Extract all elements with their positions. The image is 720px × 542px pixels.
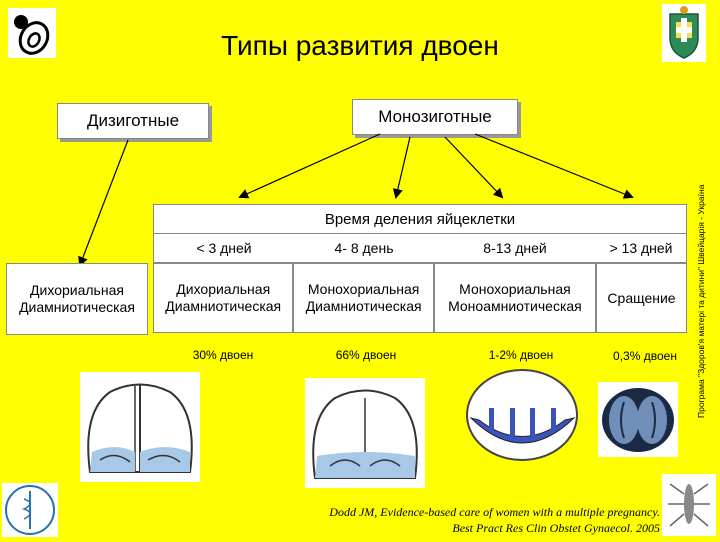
type-line: Диамниотическая [305,298,422,314]
type-row: Дихориальная Диамниотическая Монохориаль… [153,263,687,333]
percent-label: 30% двоен [192,348,254,362]
arrow-mono-1 [238,133,381,199]
type-cell: Монохориальная Диамниотическая [293,263,434,333]
arrow-mono-2 [392,136,411,199]
type-line: Дихориальная [176,281,271,297]
type-cell: Монохориальная Моноамниотическая [433,263,597,333]
citation-line: Best Pract Res Clin Obstet Gynaecol. 200… [452,521,660,535]
illustration-conjoined [598,382,678,457]
page-title: Типы развития двоен [221,30,499,61]
percent-label: 1-2% двоен [488,348,554,362]
conjoined-diagram-icon [602,388,674,452]
arrow-dizygotic [78,139,129,267]
illustration-dichorionic-2 [305,378,425,488]
time-cell: > 13 дней [609,239,673,256]
time-cell: < 3 дней [196,239,252,256]
type-line: Моноамниотическая [448,298,582,314]
citation: Dodd JM, Evidence-based care of women wi… [230,504,660,536]
monochorionic-diamniotic-diagram-icon [312,389,418,479]
time-cell: 4- 8 день [334,239,394,256]
logo-top-left [8,8,56,58]
type-line: Дихориальная [30,282,124,298]
dichorionic-diagram-icon [87,383,193,473]
logo-emblem-icon [14,15,50,55]
type-line: Монохориальная [459,281,571,297]
arrow-mono-4 [474,133,634,199]
coat-of-arms-logo [662,4,706,62]
citation-line: Dodd JM, Evidence-based care of women wi… [329,505,660,519]
time-cell: 8-13 дней [483,239,547,256]
type-line: Монохориальная [307,281,420,297]
arrow-mono-3 [444,136,504,199]
percent-label: 0,3% двоен [613,349,677,363]
division-time-header: Время деления яйцеклетки [153,204,687,234]
coat-of-arms-icon [662,4,706,62]
side-text: Програма "Здоров'я матері та дитини" Шве… [696,184,706,418]
type-line: Сращение [607,289,676,306]
side-program-text: Програма "Здоров'я матері та дитини" Шве… [686,150,716,420]
type-line: Диамниотическая [19,299,135,315]
medical-emblem-icon [5,485,55,535]
type-dizygotic: Дихориальная Диамниотическая [6,263,148,335]
monozygotic-box: Монозиготные [352,99,518,135]
illustration-monoamniotic [465,368,580,463]
dizygotic-box: Дизиготные [57,103,209,139]
illustration-dichorionic-1 [80,372,200,482]
type-cell: Сращение [596,263,687,333]
percent-label: 66% двоен [335,348,397,362]
logo-bottom-right [662,474,716,536]
monoamniotic-diagram-icon [466,369,578,461]
type-line: Диамниотическая [165,298,282,314]
insect-emblem-icon [668,483,710,527]
time-row: < 3 дней 4- 8 день 8-13 дней > 13 дней [153,233,687,263]
logo-bottom-left [2,483,58,537]
type-cell: Дихориальная Диамниотическая [153,263,294,333]
